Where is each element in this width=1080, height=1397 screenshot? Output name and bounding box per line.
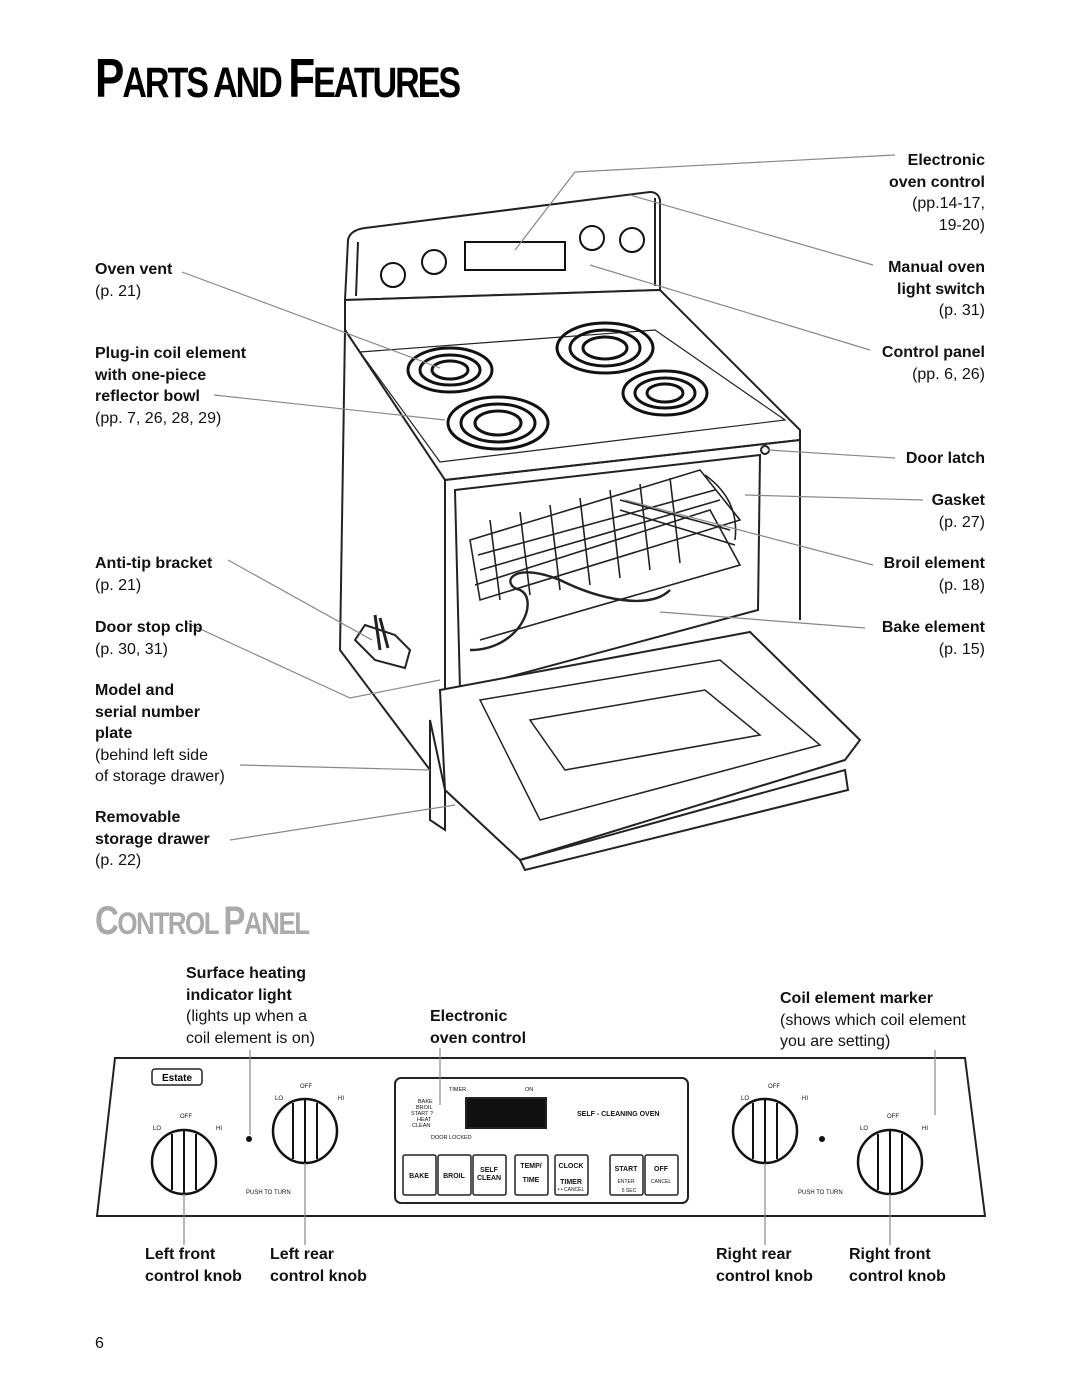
push-to-turn-text: PUSH TO TURN (798, 1190, 843, 1196)
brand-badge (151, 1068, 203, 1086)
clean-button-label: CLEAN (477, 1175, 501, 1182)
section-title: CONTROL PANEL (95, 898, 310, 943)
bake-element-label: Bake element(p. 15) (881, 619, 985, 658)
door-stop-label: Door stop clip(p. 30, 31) (95, 619, 203, 658)
door-locked-text: DOOR LOCKED (431, 1135, 472, 1141)
bake-ind-text: BAKE (418, 1099, 433, 1105)
start-button[interactable] (609, 1154, 644, 1196)
page-number: 6 (95, 1335, 104, 1352)
knob-hi-text: HI (922, 1126, 928, 1132)
timer-ind-text: TIMER (449, 1087, 466, 1093)
knob-lo-text: LO (741, 1096, 749, 1102)
control-panel-label: Control panel(pp. 6, 26) (881, 344, 985, 383)
temp-button-label: TEMP/ (520, 1163, 541, 1170)
broil-ind-text: BROIL (416, 1105, 433, 1111)
enter-text: ENTER (618, 1179, 635, 1185)
off-button[interactable] (644, 1154, 679, 1196)
gasket-label: Gasket(p. 27) (931, 492, 985, 531)
bake-button-label: BAKE (409, 1173, 429, 1180)
knob-off-text: OFF (768, 1084, 780, 1090)
knob-lo-text: LO (860, 1126, 868, 1132)
time-button-label: TIME (523, 1177, 540, 1184)
sec-text: 5 SEC (622, 1188, 637, 1194)
knob-lo-text: LO (153, 1126, 161, 1132)
knob-lo-text: LO (275, 1096, 283, 1102)
push-to-turn-text: PUSH TO TURN (246, 1190, 291, 1196)
start-ind-text: START ? (411, 1111, 433, 1117)
page-title: PARTS AND FEATURES (95, 48, 461, 110)
coil-marker-label: Coil element marker(shows which coil ele… (780, 990, 966, 1050)
heat-ind-text: HEAT (417, 1117, 432, 1123)
temp-time-button[interactable] (514, 1154, 549, 1196)
self-clean-button[interactable] (472, 1154, 507, 1196)
knob-hi-text: HI (216, 1126, 222, 1132)
bake-button[interactable] (402, 1154, 437, 1196)
anti-tip-label: Anti-tip bracket(p. 21) (95, 555, 213, 594)
cancel-text: CANCEL (651, 1179, 672, 1185)
knob-off-text: OFF (887, 1114, 899, 1120)
off-button-label: OFF (654, 1166, 669, 1173)
knob-hi-text: HI (338, 1096, 344, 1102)
knob-off-text: OFF (300, 1084, 312, 1090)
broil-button[interactable] (437, 1154, 472, 1196)
start-button-label: START (615, 1166, 639, 1173)
oven-vent-label: Oven vent(p. 21) (95, 261, 173, 300)
clock-timer-button[interactable] (554, 1154, 589, 1196)
knob-hi-text: HI (802, 1096, 808, 1102)
self-cleaning-text: SELF - CLEANING OVEN (577, 1111, 659, 1118)
timer-button-label: TIMER (560, 1179, 582, 1186)
broil-button-label: BROIL (443, 1173, 466, 1180)
on-ind-text: ON (525, 1087, 533, 1093)
clean-ind-text: CLEAN (412, 1123, 430, 1129)
broil-element-label: Broil element(p. 18) (883, 555, 985, 594)
knob-off-text: OFF (180, 1114, 192, 1120)
cancel-small-text: • • CANCEL (558, 1187, 585, 1193)
self-button-label: SELF (480, 1167, 499, 1174)
clock-button-label: CLOCK (559, 1163, 584, 1170)
brand-text: Estate (162, 1073, 192, 1084)
door-latch-label: Door latch (905, 450, 985, 467)
